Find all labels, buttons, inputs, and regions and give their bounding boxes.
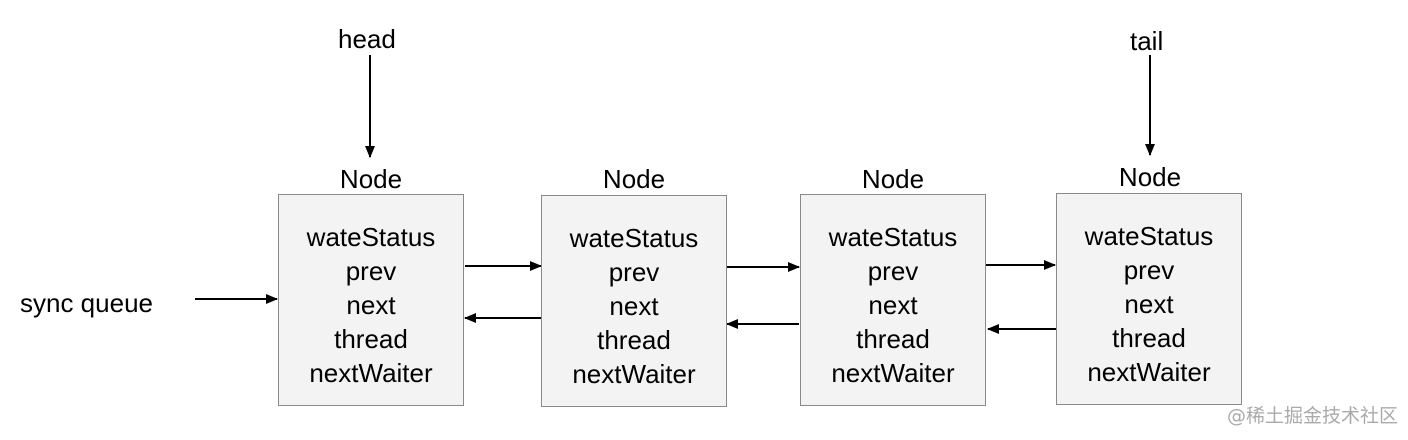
node-field-prev: prev <box>608 257 660 287</box>
node-field-thread: thread <box>334 324 408 354</box>
sync-queue-label: sync queue <box>20 288 153 318</box>
node-field-wate-status: wateStatus <box>1084 221 1214 251</box>
node-field-prev: prev <box>1123 255 1175 285</box>
node-field-prev: prev <box>867 256 919 286</box>
node-title: Node <box>1118 162 1182 192</box>
node-box: wateStatus prev next thread nextWaiter <box>800 194 986 406</box>
node-field-next: next <box>346 290 396 320</box>
watermark: @稀土掘金技术社区 <box>1226 405 1398 427</box>
node-field-next-waiter: nextWaiter <box>1087 357 1211 387</box>
node-field-next-waiter: nextWaiter <box>831 358 955 388</box>
node-field-next: next <box>1124 289 1174 319</box>
node-field-prev: prev <box>345 256 397 286</box>
head-label: head <box>338 24 396 54</box>
node-field-next: next <box>609 291 659 321</box>
node-field-thread: thread <box>1112 323 1186 353</box>
node-box: wateStatus prev next thread nextWaiter <box>278 194 464 406</box>
node-field-wate-status: wateStatus <box>828 222 958 252</box>
node-field-thread: thread <box>597 325 671 355</box>
tail-label: tail <box>1130 26 1164 56</box>
node-title: Node <box>339 164 403 194</box>
node-field-wate-status: wateStatus <box>306 222 436 252</box>
node-field-next-waiter: nextWaiter <box>309 358 433 388</box>
node-title: Node <box>602 164 666 194</box>
node-field-wate-status: wateStatus <box>569 223 699 253</box>
node-field-next-waiter: nextWaiter <box>572 359 696 389</box>
node-title: Node <box>861 164 925 194</box>
node-field-thread: thread <box>856 324 930 354</box>
node-box: wateStatus prev next thread nextWaiter <box>541 195 727 407</box>
node-field-next: next <box>868 290 918 320</box>
node-box: wateStatus prev next thread nextWaiter <box>1056 193 1242 405</box>
